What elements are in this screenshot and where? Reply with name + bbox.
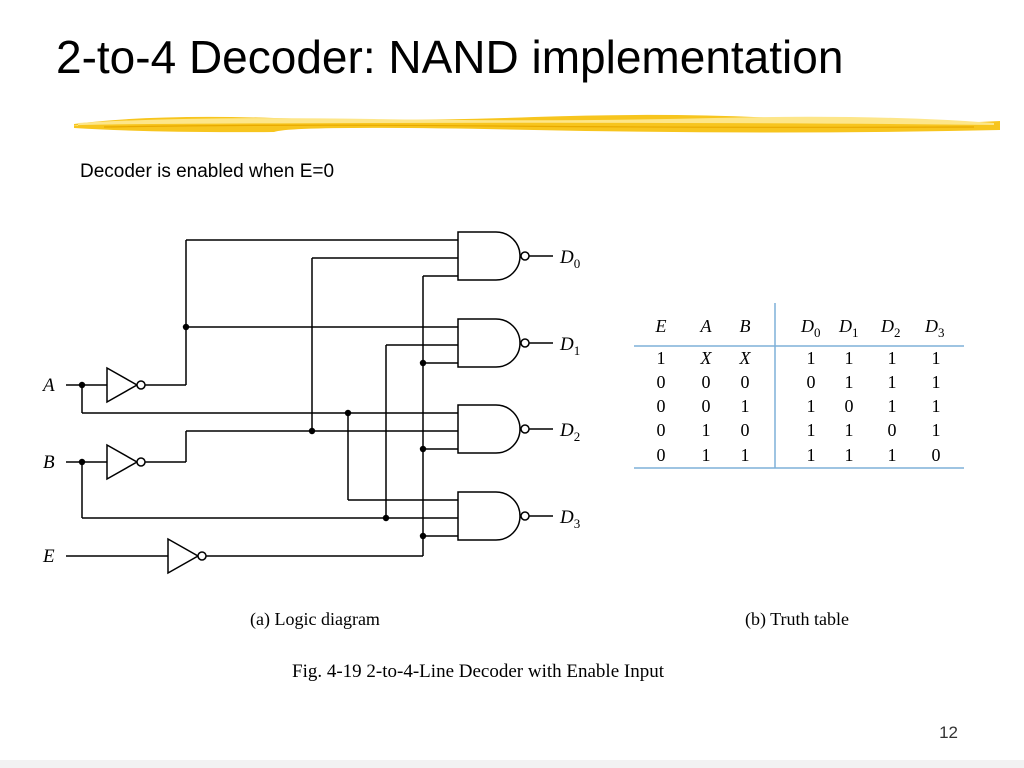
header-d3: D3 [924, 316, 945, 340]
input-label-e: E [42, 546, 55, 567]
header-e: E [655, 316, 667, 336]
truth-table-cell: 0 [932, 445, 941, 465]
truth-table-rules [634, 303, 964, 469]
truth-table-body: 1 X X 1 1 1 1 0 0 0 0 1 1 1 0 0 1 1 0 1 1 0 1 0 1 1 0 1 0 1 1 1 1 1 0 [657, 348, 941, 465]
truth-table-cell: 1 [702, 420, 711, 440]
output-label-d0: D0 [559, 247, 580, 271]
truth-table-cell: 1 [807, 348, 816, 368]
nand-gate-3 [457, 491, 521, 541]
truth-table-cell: 1 [741, 445, 750, 465]
truth-table-cell: 1 [845, 445, 854, 465]
subtitle: Decoder is enabled when E=0 [80, 161, 335, 182]
truth-table-cell: 1 [888, 445, 897, 465]
truth-table-cell: 1 [845, 372, 854, 392]
truth-table-cell: 1 [807, 445, 816, 465]
nand-gate-1 [457, 318, 521, 368]
footer-bar [0, 760, 1024, 768]
input-label-b: B [43, 452, 55, 473]
truth-table-cell: 1 [888, 348, 897, 368]
truth-table-cell: 0 [741, 420, 750, 440]
slide-title: 2-to-4 Decoder: NAND implementation [56, 31, 844, 83]
title-underline-brush [74, 114, 1000, 133]
truth-table-cell: 1 [932, 396, 941, 416]
truth-table-cell: 0 [657, 372, 666, 392]
truth-table-cell: 1 [932, 372, 941, 392]
truth-table-cell: 0 [702, 396, 711, 416]
output-label-d2: D2 [559, 420, 580, 444]
truth-table-cell: 1 [741, 396, 750, 416]
input-label-a: A [41, 375, 55, 396]
truth-table-cell: 0 [657, 420, 666, 440]
truth-table-cell: 0 [702, 372, 711, 392]
header-d0: D0 [800, 316, 821, 340]
truth-table-cell: 0 [845, 396, 854, 416]
truth-table-cell: 1 [657, 348, 666, 368]
truth-table-cell: 1 [888, 396, 897, 416]
truth-table-header: E A B D0 D1 D2 D3 [655, 316, 945, 340]
output-label-d3: D3 [559, 507, 580, 531]
figure-caption: Fig. 4-19 2-to-4-Line Decoder with Enabl… [292, 661, 664, 682]
truth-table-cell: 1 [932, 348, 941, 368]
truth-table-cell: 1 [932, 420, 941, 440]
truth-table-cell: 1 [888, 372, 897, 392]
truth-table-cell: 1 [807, 420, 816, 440]
header-b: B [740, 316, 751, 336]
truth-table-cell: 0 [657, 396, 666, 416]
header-a: A [700, 316, 713, 336]
nand-gate-0 [457, 231, 521, 281]
truth-table-caption: (b) Truth table [745, 609, 850, 629]
nand-gate-2 [457, 404, 521, 454]
truth-table-cell: X [739, 348, 752, 368]
truth-table-cell: 0 [657, 445, 666, 465]
truth-table-cell: 0 [888, 420, 897, 440]
logic-diagram-caption: (a) Logic diagram [250, 609, 380, 629]
header-d1: D1 [838, 316, 859, 340]
truth-table-cell: 0 [807, 372, 816, 392]
truth-table-cell: X [700, 348, 713, 368]
truth-table-cell: 1 [845, 420, 854, 440]
page-number: 12 [939, 723, 958, 742]
junction-dots [78, 323, 427, 540]
header-d2: D2 [880, 316, 901, 340]
output-label-d1: D1 [559, 334, 580, 358]
truth-table-cell: 0 [741, 372, 750, 392]
truth-table-cell: 1 [845, 348, 854, 368]
truth-table-cell: 1 [807, 396, 816, 416]
truth-table-cell: 1 [702, 445, 711, 465]
